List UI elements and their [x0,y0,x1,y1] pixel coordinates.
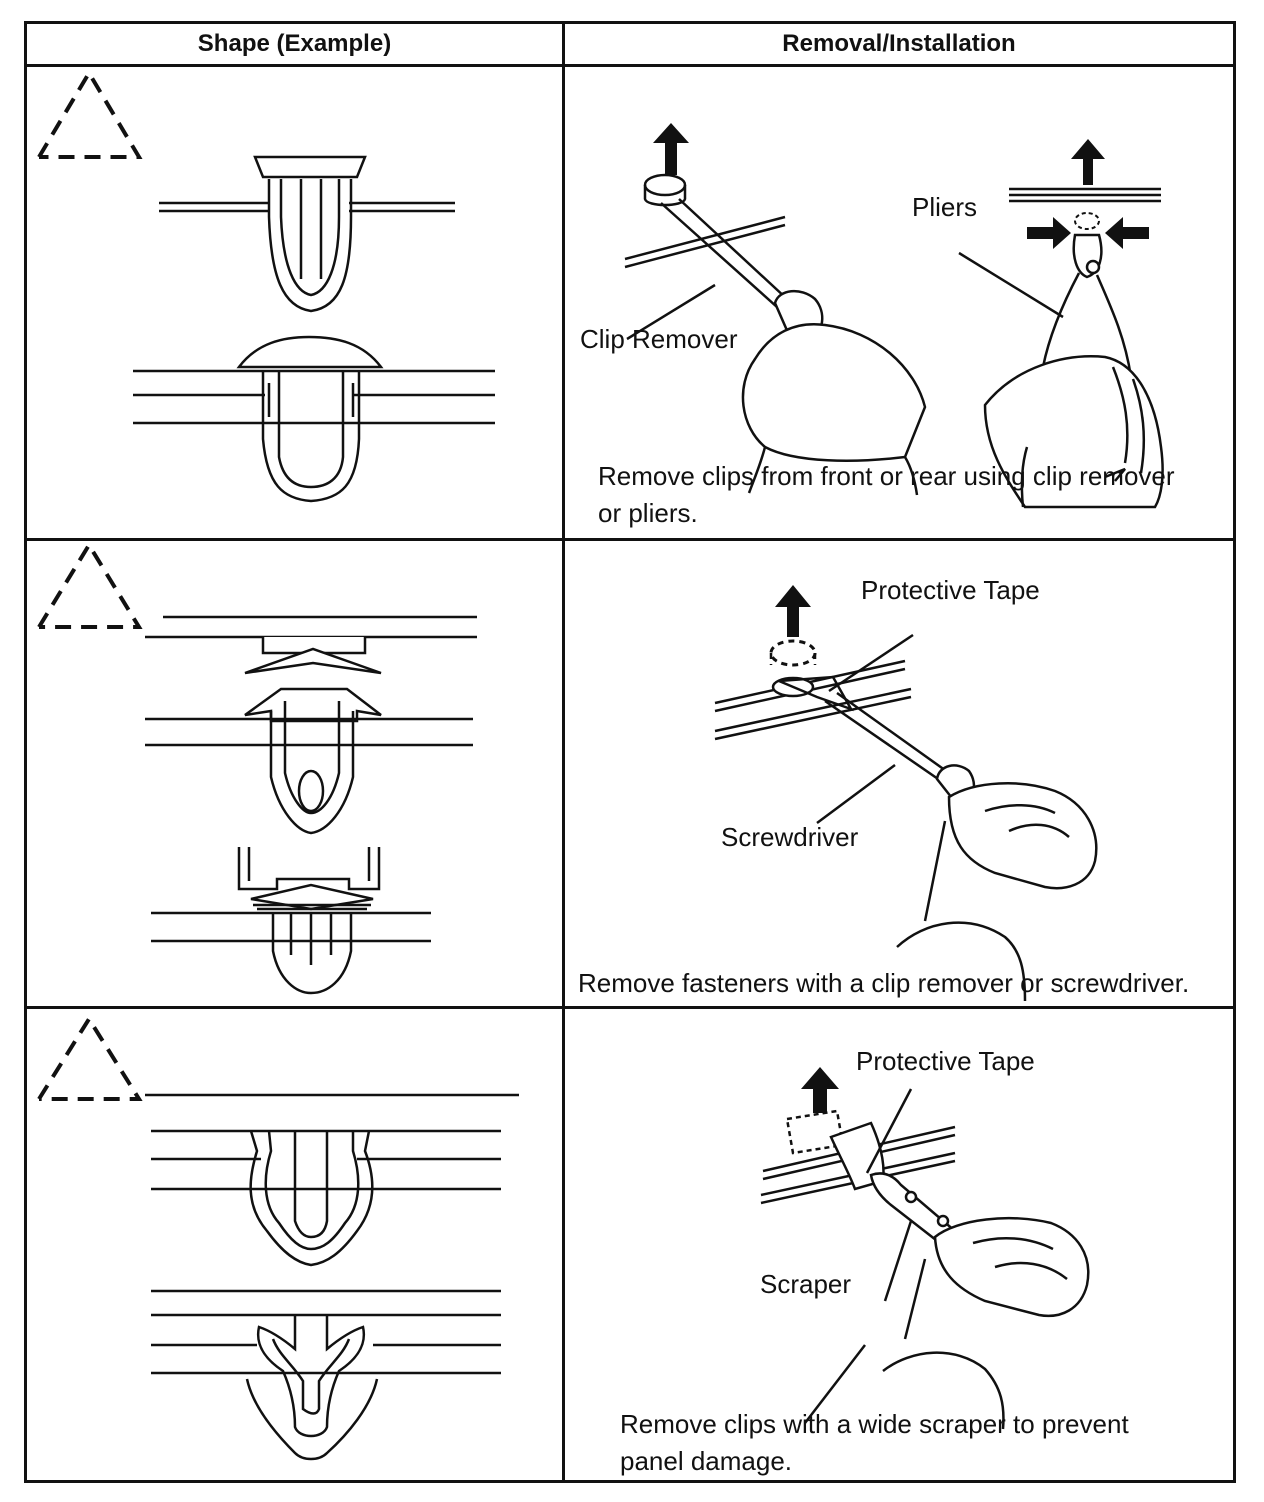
screwdriver-label: Screwdriver [721,822,859,852]
header-removal: Removal/Installation [782,30,1016,57]
clip-remover-label: Clip Remover [580,324,738,354]
up-arrow-icon [801,1067,839,1113]
header-shape: Shape (Example) [197,30,392,57]
row2-shape-illustration [37,541,477,995]
clip-table: Shape (Example) Removal/Installation [24,21,1236,1483]
row1-caption-line1: Remove clips from front or rear using cl… [598,461,1175,491]
column-divider [562,24,565,1480]
row-divider [27,538,1233,541]
dashed-triangle-warning-icon [37,541,143,629]
protective-tape-label: Protective Tape [861,575,1040,605]
row2-removal-illustration [714,585,1098,1002]
pliers-label: Pliers [912,192,978,222]
left-arrow-icon [1105,217,1149,249]
row2-caption-line1: Remove fasteners with a clip remover or … [578,968,1190,998]
row3-caption-line1: Remove clips with a wide scraper to prev… [620,1409,1129,1439]
row1-shape-illustration [37,69,495,503]
row2-caption: Remove fasteners with a clip remover or … [578,965,1189,1002]
row-divider [27,1006,1233,1009]
dashed-triangle-warning-icon [37,1015,143,1101]
up-arrow-icon [775,585,811,637]
dashed-triangle-warning-icon [37,69,143,159]
row3-removal-illustration [760,1067,1090,1430]
row3-caption: Remove clips with a wide scraper to prev… [620,1406,1129,1480]
up-arrow-icon [1071,139,1105,185]
protective-tape-label: Protective Tape [856,1046,1035,1076]
row1-caption: Remove clips from front or rear using cl… [598,458,1175,532]
row1-caption-line2: or pliers. [598,498,698,528]
row1-removal-illustration [624,123,1164,509]
right-arrow-icon [1027,217,1071,249]
row3-shape-illustration [37,1015,519,1461]
row3-caption-line2: panel damage. [620,1446,793,1476]
scraper-label: Scraper [760,1269,852,1299]
up-arrow-icon [653,123,689,175]
header-divider [27,64,1233,67]
